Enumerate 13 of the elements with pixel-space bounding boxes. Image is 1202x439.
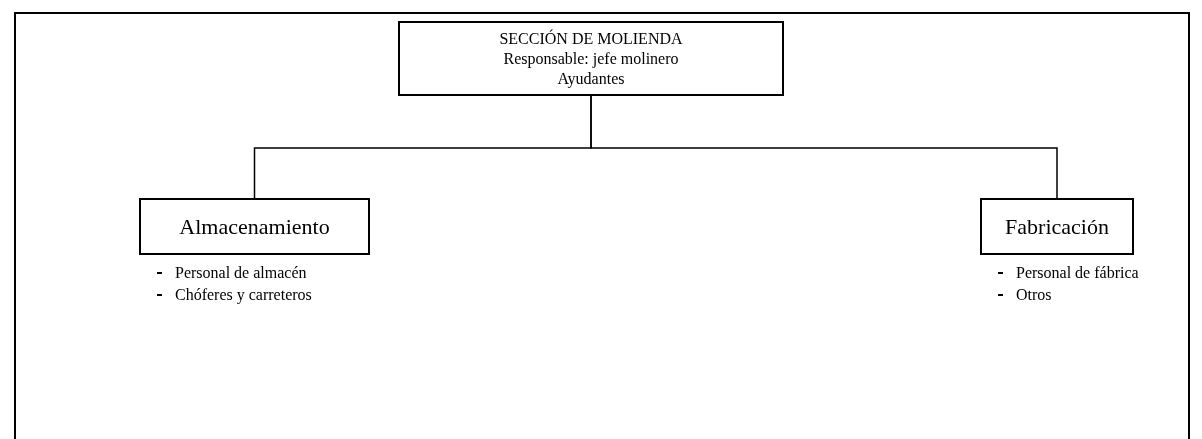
list-item: Personal de fábrica — [1016, 263, 1139, 283]
list-item: Otros — [1016, 285, 1052, 305]
list-item: Chóferes y carreteros — [175, 285, 312, 306]
box-text: Responsable: jefe molinero — [503, 48, 679, 69]
org-box — [139, 198, 370, 255]
box-heading: SECCIÓN DE MOLIENDA — [499, 28, 683, 49]
org-box — [398, 21, 784, 96]
box-text: Ayudantes — [557, 68, 625, 89]
connector-line — [590, 95, 1058, 199]
org-box — [980, 198, 1134, 255]
list-item: Personal de almacén — [175, 263, 307, 283]
box-heading: Fabricación — [1005, 212, 1109, 241]
box-heading: Almacenamiento — [179, 212, 330, 241]
